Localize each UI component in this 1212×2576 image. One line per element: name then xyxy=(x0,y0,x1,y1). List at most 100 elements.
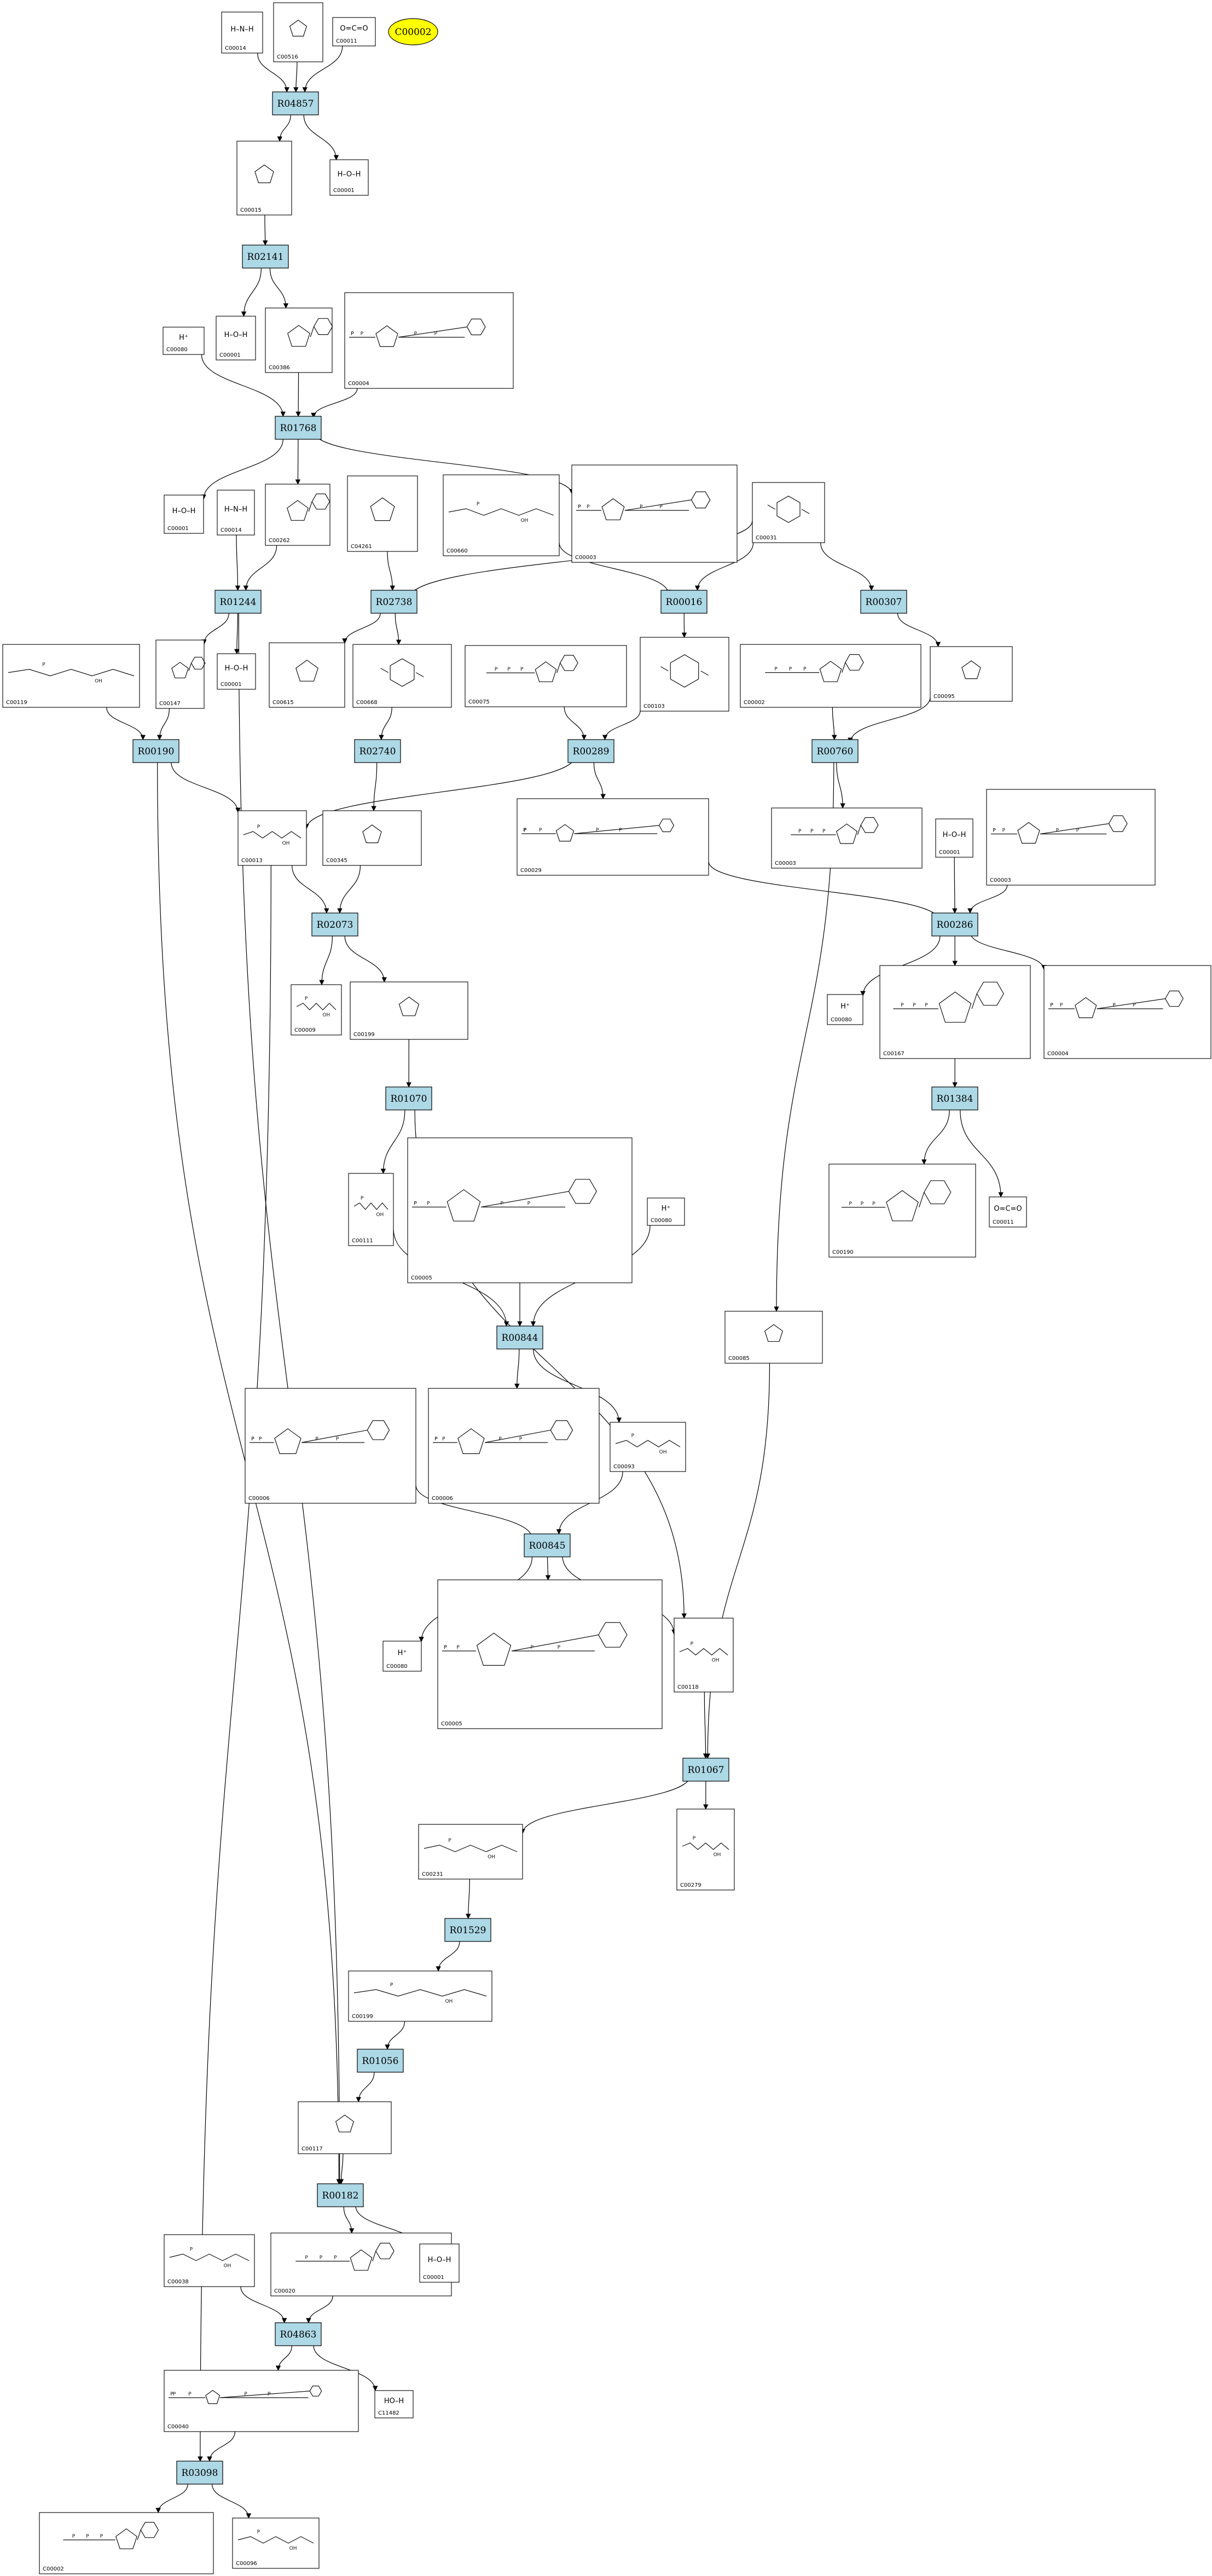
compound-node[interactable]: H⁺C00080 xyxy=(647,1197,685,1226)
reaction-box xyxy=(567,739,614,763)
reaction-node[interactable]: R00190 xyxy=(132,739,179,763)
svg-text:P: P xyxy=(361,332,364,337)
reaction-node[interactable]: R00844 xyxy=(496,1325,543,1350)
compound-frame xyxy=(676,1809,735,1891)
compound-node[interactable]: C00262 xyxy=(265,484,330,546)
reaction-node[interactable]: R01056 xyxy=(357,2049,404,2073)
compound-node[interactable]: C00117 xyxy=(298,2101,392,2154)
compound-node[interactable]: C00085 xyxy=(724,1311,823,1364)
pathway-edge xyxy=(342,613,381,644)
compound-node[interactable]: C00668 xyxy=(352,644,452,708)
reaction-node[interactable]: R01244 xyxy=(214,590,262,614)
compound-node[interactable]: C00199 xyxy=(350,981,468,1040)
compound-node[interactable]: H⁺C00080 xyxy=(382,1641,422,1672)
reaction-node[interactable]: R01768 xyxy=(275,416,322,440)
compound-id-label: C00002 xyxy=(43,2566,64,2572)
pathway-badge[interactable]: C00002 xyxy=(388,18,438,45)
reaction-node[interactable]: R01384 xyxy=(931,1086,978,1110)
reaction-box xyxy=(524,1533,571,1557)
compound-frame xyxy=(674,1618,734,1693)
reaction-node[interactable]: R00845 xyxy=(524,1533,571,1557)
reaction-id-label: R03098 xyxy=(182,2468,218,2479)
reaction-node[interactable]: R00016 xyxy=(660,590,708,614)
reaction-id-label: R01070 xyxy=(391,1094,427,1104)
compound-node[interactable]: C00615 xyxy=(269,642,345,708)
reaction-node[interactable]: R02738 xyxy=(370,590,417,614)
reaction-node[interactable]: R00307 xyxy=(860,590,907,614)
compound-id-label: C00001 xyxy=(167,526,189,532)
svg-text:P: P xyxy=(190,2247,193,2253)
reaction-node[interactable]: R00760 xyxy=(811,739,859,763)
reaction-box xyxy=(317,2183,364,2207)
reaction-node[interactable]: R02073 xyxy=(311,912,358,937)
reaction-node[interactable]: R00182 xyxy=(317,2183,364,2207)
reaction-node[interactable]: R00286 xyxy=(931,912,978,937)
compound-frame xyxy=(164,495,204,534)
compound-frame xyxy=(216,316,256,360)
compound-node[interactable]: H⁺C00080 xyxy=(163,327,205,355)
compound-node[interactable]: C00095 xyxy=(930,646,1013,702)
reaction-node[interactable]: R02740 xyxy=(354,739,401,763)
reaction-node[interactable]: R00289 xyxy=(567,739,614,763)
reaction-node[interactable]: R01070 xyxy=(385,1086,432,1110)
reaction-node[interactable]: R03098 xyxy=(176,2461,223,2485)
reaction-node[interactable]: R02141 xyxy=(242,245,289,269)
compound-id-label: C00001 xyxy=(423,2275,444,2281)
compound-node[interactable]: C00147 xyxy=(155,639,206,709)
compound-node[interactable]: C00345 xyxy=(322,810,422,866)
compound-node[interactable]: C00015 xyxy=(236,141,292,216)
compound-id-label: C00001 xyxy=(939,850,960,856)
compound-id-label: C00199 xyxy=(352,2014,373,2020)
compound-node[interactable]: C00103 xyxy=(640,637,729,712)
compound-node[interactable]: C00516 xyxy=(273,2,323,62)
reaction-node[interactable]: R01529 xyxy=(444,1918,491,1942)
reaction-node[interactable]: R01067 xyxy=(682,1758,729,1782)
compound-node[interactable]: C00386 xyxy=(265,307,333,373)
compound-node[interactable]: C00031 xyxy=(752,482,825,543)
compound-node[interactable]: H⁺C00080 xyxy=(827,994,863,1025)
svg-text:OH: OH xyxy=(95,679,102,684)
compound-node[interactable]: C04261 xyxy=(347,475,418,552)
reaction-node[interactable]: R04857 xyxy=(272,91,319,115)
reaction-node[interactable]: R04863 xyxy=(275,2322,322,2346)
